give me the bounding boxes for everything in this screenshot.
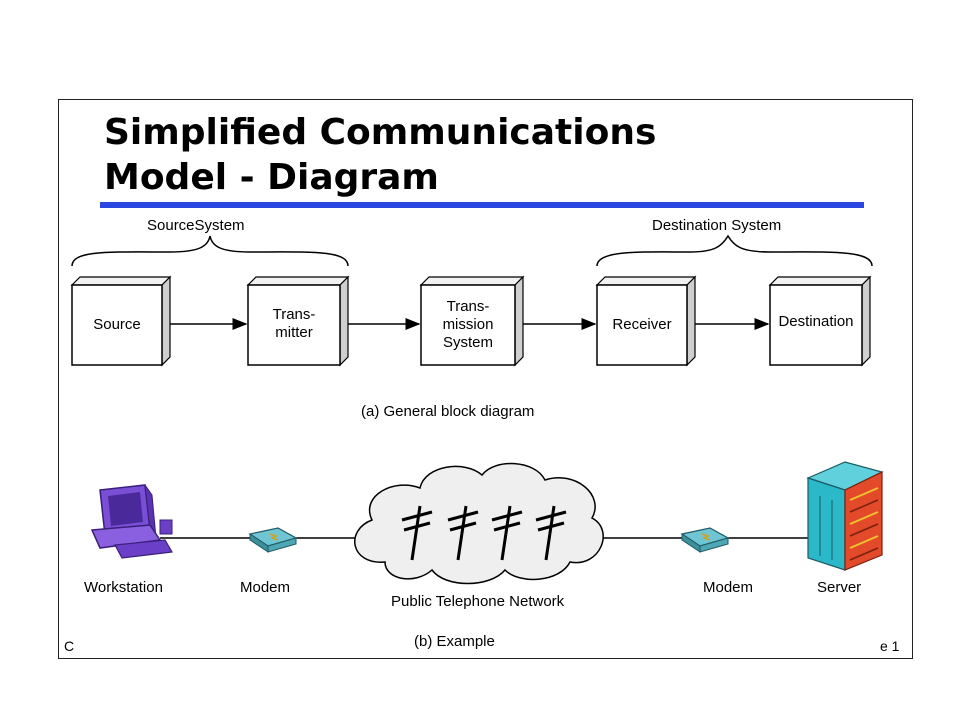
destination-system-label: Destination System <box>652 217 782 234</box>
slide-title: Simplified Communications Model - Diagra… <box>104 112 657 198</box>
title-underline <box>100 202 864 208</box>
transmitter-block <box>246 275 350 367</box>
workstation-label: Workstation <box>84 579 163 596</box>
network-label: Public Telephone Network <box>391 593 565 610</box>
modem-left-icon <box>248 527 298 553</box>
slide-edge-left-fragment: C <box>64 638 75 654</box>
network-cloud-icon <box>354 462 604 585</box>
source-block <box>70 275 172 367</box>
server-label: Server <box>817 579 862 596</box>
telephone-poles-icon <box>401 505 567 561</box>
transmitter-block-label: Trans- mitter <box>272 306 316 341</box>
server-icon <box>806 461 884 571</box>
source-system-brace <box>71 235 349 267</box>
source-block-label: Source <box>93 316 141 333</box>
modem-left-label: Modem <box>240 579 291 596</box>
receiver-block <box>595 275 697 367</box>
source-system-label: SourceSystem <box>147 217 245 234</box>
example-caption: (b) Example <box>414 633 495 650</box>
general-diagram-caption: (a) General block diagram <box>361 403 535 420</box>
slide-edge-right-fragment: e 1 <box>880 638 900 654</box>
modem-right-label: Modem <box>703 579 754 596</box>
modem-right-icon <box>680 527 730 553</box>
destination-block <box>768 275 872 367</box>
receiver-block-label: Receiver <box>612 316 672 333</box>
transmission-system-block <box>419 275 525 367</box>
transmission-system-block-label: Trans- mission System <box>442 298 494 351</box>
workstation-icon <box>90 484 173 559</box>
destination-block-label: Destination <box>778 313 854 330</box>
destination-system-brace <box>596 234 873 267</box>
